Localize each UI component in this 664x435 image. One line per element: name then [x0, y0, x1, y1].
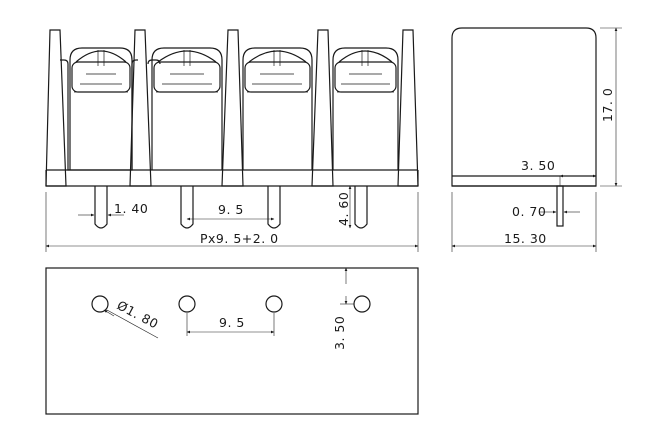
pin-width-label: 0. 70 — [512, 204, 546, 219]
pin — [180, 186, 194, 229]
pin-offset-label: 3. 50 — [521, 158, 555, 173]
pin — [267, 186, 281, 229]
barrier-fin — [397, 29, 419, 187]
barrier-fin — [129, 29, 152, 187]
pcb-pitch-label: 9. 5 — [219, 315, 245, 330]
depth-label: 15. 30 — [504, 231, 547, 246]
pin-length-label: 4. 60 — [336, 192, 351, 226]
barrier-fin — [45, 29, 67, 187]
pcb-hole — [178, 295, 196, 313]
barrier-fin — [311, 29, 334, 187]
pins — [94, 186, 368, 229]
height-label: 17. 0 — [600, 88, 615, 122]
screw-terminal — [151, 47, 223, 170]
overall-length-label: Px9. 5+2. 0 — [200, 231, 279, 246]
pcb-hole — [353, 295, 371, 313]
pcb-hole — [91, 295, 109, 313]
pcb-hole — [265, 295, 283, 313]
barrier-fin — [221, 29, 244, 187]
screw-terminal — [69, 47, 133, 170]
front-view: 1. 40 9. 5 4. 60 Px9. 5+2. 0 — [45, 29, 419, 252]
pcb-outline — [45, 267, 419, 415]
pcb-layout-view: Ø1. 80 9. 5 3. 50 — [45, 267, 419, 415]
side-pin — [556, 185, 564, 227]
pin-diameter-label: 1. 40 — [114, 201, 148, 216]
screw-terminal — [242, 47, 313, 170]
pin — [94, 186, 108, 229]
pitch-label: 9. 5 — [218, 202, 244, 217]
screw-terminal — [332, 47, 399, 170]
side-body — [451, 27, 597, 187]
hole-diameter-label: Ø1. 80 — [115, 297, 161, 331]
row-offset-label: 3. 50 — [332, 316, 347, 350]
pin — [354, 186, 368, 229]
side-view: 17. 0 3. 50 0. 70 15. 30 — [451, 27, 622, 252]
